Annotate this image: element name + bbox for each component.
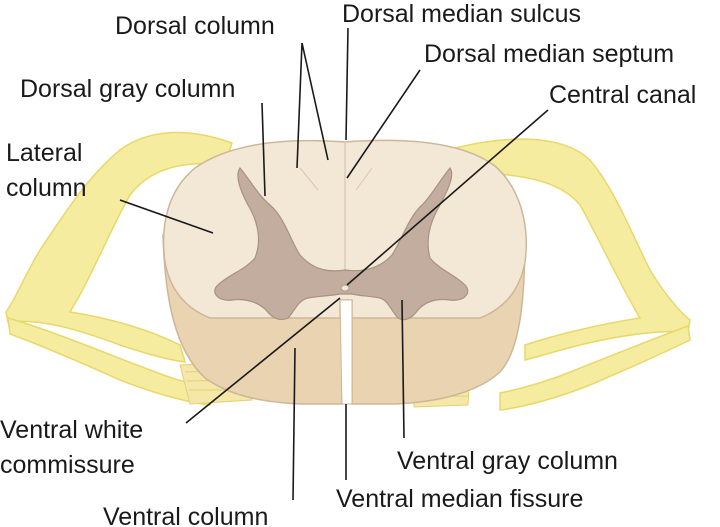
leader-lateral-column — [119, 199, 214, 234]
leader-ventral-white-commissure — [185, 297, 341, 424]
label-lateral-column-line1: Lateral — [6, 139, 82, 167]
label-ventral-column: Ventral column — [103, 503, 268, 527]
label-dorsal-gray-column: Dorsal gray column — [20, 75, 235, 103]
leader-dorsal-median-sulcus — [345, 27, 349, 141]
label-dorsal-median-sulcus: Dorsal median sulcus — [342, 0, 581, 28]
label-dorsal-median-septum: Dorsal median septum — [424, 40, 674, 68]
label-lateral-column-line2: column — [6, 174, 87, 202]
central-canal-shape — [340, 284, 350, 292]
gray-matter-shape — [214, 167, 469, 321]
label-dorsal-column: Dorsal column — [115, 12, 275, 40]
gray-matter — [214, 167, 469, 321]
leader-central-canal — [346, 109, 549, 286]
leader-dorsal-gray-column — [261, 102, 266, 197]
label-ventral-gray-column: Ventral gray column — [397, 447, 618, 475]
leader-dorsal-column-a — [296, 42, 303, 169]
leader-dorsal-median-septum — [346, 69, 421, 179]
right-ventral-root — [499, 324, 691, 411]
left-ventral-root — [7, 316, 211, 406]
left-dorsal-root — [5, 131, 233, 363]
label-ventral-white-commissure-line1: Ventral white — [0, 416, 143, 444]
leader-ventral-column — [292, 347, 296, 501]
label-central-canal: Central canal — [549, 81, 696, 109]
leader-lines — [119, 27, 549, 501]
ventral-median-fissure-shape — [339, 299, 353, 405]
leader-dorsal-column-b — [301, 42, 329, 161]
leader-ventral-gray-column — [401, 299, 405, 439]
label-ventral-white-commissure-line2: commissure — [0, 451, 135, 479]
labels: Dorsal column Dorsal median sulcus Dorsa… — [0, 0, 696, 527]
label-ventral-median-fissure: Ventral median fissure — [336, 485, 583, 513]
